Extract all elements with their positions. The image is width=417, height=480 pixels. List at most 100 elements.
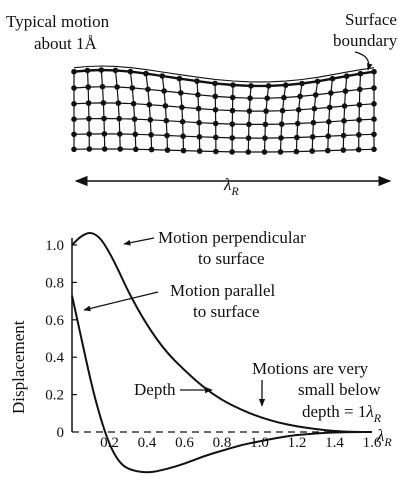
typical-motion-label-line1: Typical motion	[6, 12, 110, 31]
particle-dot	[342, 88, 349, 94]
particle-dot	[340, 132, 347, 139]
curves	[71, 232, 372, 474]
particle-dot	[278, 121, 285, 127]
particle-dot	[159, 73, 166, 79]
particle-dot	[293, 148, 300, 155]
grid-column-line	[129, 71, 137, 150]
particle-dot	[355, 146, 362, 153]
y-tick-label: 0	[57, 425, 65, 441]
particle-dot	[213, 134, 219, 141]
surface-line	[73, 68, 375, 88]
grid-column-line	[161, 75, 169, 151]
particle-dot	[85, 84, 91, 90]
particle-dot	[112, 67, 119, 74]
particle-dot	[164, 132, 170, 139]
grid-column-line	[145, 73, 153, 150]
particle-dot	[163, 117, 170, 124]
grid-column-line	[327, 78, 334, 151]
annotation-perpendicular-line1: Motion perpendicular	[158, 228, 306, 247]
particle-dot	[71, 116, 77, 122]
annotation-parallel-pointer	[83, 291, 159, 312]
particle-dot	[230, 82, 236, 88]
particle-dot	[247, 95, 253, 101]
particle-dot	[229, 149, 235, 155]
particle-dot	[133, 146, 139, 153]
particle-dot	[229, 94, 236, 101]
grid-column-line	[342, 76, 348, 151]
surface-boundary-pointer	[354, 51, 373, 71]
particle-dot	[195, 105, 202, 112]
particle-dot	[100, 100, 107, 106]
particle-dot	[295, 107, 302, 113]
particle-dot	[162, 103, 169, 109]
particle-dot	[131, 116, 138, 122]
particle-dot	[86, 131, 92, 137]
particle-dot	[264, 95, 271, 101]
particle-dot	[179, 104, 185, 111]
particle-dot	[248, 83, 254, 89]
particle-dot	[101, 131, 108, 137]
grid-column-line	[358, 73, 362, 150]
particle-dot	[71, 101, 77, 107]
particle-dot	[299, 80, 305, 87]
particle-dot	[309, 148, 316, 154]
particle-dot	[278, 135, 284, 141]
particle-dot	[212, 80, 218, 87]
particle-dot	[262, 135, 268, 141]
particle-dot	[180, 133, 186, 139]
particle-dot	[194, 78, 200, 84]
x-tick-label: 0.6	[175, 435, 194, 451]
particle-dot	[371, 68, 377, 75]
particle-dot	[246, 121, 252, 128]
particle-dot	[145, 86, 151, 93]
particle-dot	[357, 86, 363, 93]
particle-dot	[117, 131, 123, 137]
particle-dot	[246, 108, 253, 114]
particle-dot	[326, 119, 332, 125]
particle-dot	[130, 100, 137, 107]
particle-dot	[85, 100, 92, 106]
particle-dot	[129, 85, 136, 91]
particle-dot	[115, 100, 122, 106]
x-axis-unit-label: λR	[376, 426, 392, 449]
grid-column-line	[295, 83, 303, 152]
y-tick-label: 0.8	[45, 275, 64, 291]
annotation-perpendicular-pointer	[123, 237, 155, 246]
particle-dot	[262, 121, 269, 128]
particle-dot	[245, 149, 252, 155]
series-parallel-line	[71, 295, 372, 474]
particle-dot	[297, 93, 303, 100]
y-tick-label: 0.6	[45, 313, 64, 329]
particle-dot	[371, 131, 377, 138]
particle-dot	[71, 146, 77, 153]
particle-dot	[341, 103, 348, 109]
y-axis: 1.00.80.60.40.20	[45, 238, 77, 441]
particle-dot	[326, 104, 333, 111]
particle-dot	[314, 78, 321, 85]
particle-dot	[143, 70, 149, 77]
particle-dot	[212, 120, 219, 127]
particle-dot	[98, 67, 105, 73]
particle-dot	[127, 68, 134, 75]
annotation-small-line2: small below	[298, 380, 381, 399]
particle-dot	[277, 149, 284, 155]
particle-dot	[329, 75, 336, 82]
particle-dot	[213, 148, 219, 155]
x-tick-label: 0.8	[213, 435, 232, 451]
particle-dot	[371, 85, 377, 91]
particle-dot	[99, 83, 106, 90]
particle-dot	[116, 115, 122, 122]
grid-column-line	[114, 70, 121, 150]
particle-dot	[245, 135, 252, 141]
particle-dot	[371, 116, 377, 122]
x-tick-label: 1.6	[363, 435, 382, 451]
x-tick-label: 1.0	[250, 435, 269, 451]
particle-dot	[71, 68, 77, 75]
particle-dot	[325, 133, 332, 139]
particle-dot	[147, 117, 154, 123]
particle-dot	[196, 134, 203, 140]
particle-dot	[265, 83, 272, 89]
particle-dot	[311, 105, 318, 112]
particle-dot	[179, 118, 186, 125]
